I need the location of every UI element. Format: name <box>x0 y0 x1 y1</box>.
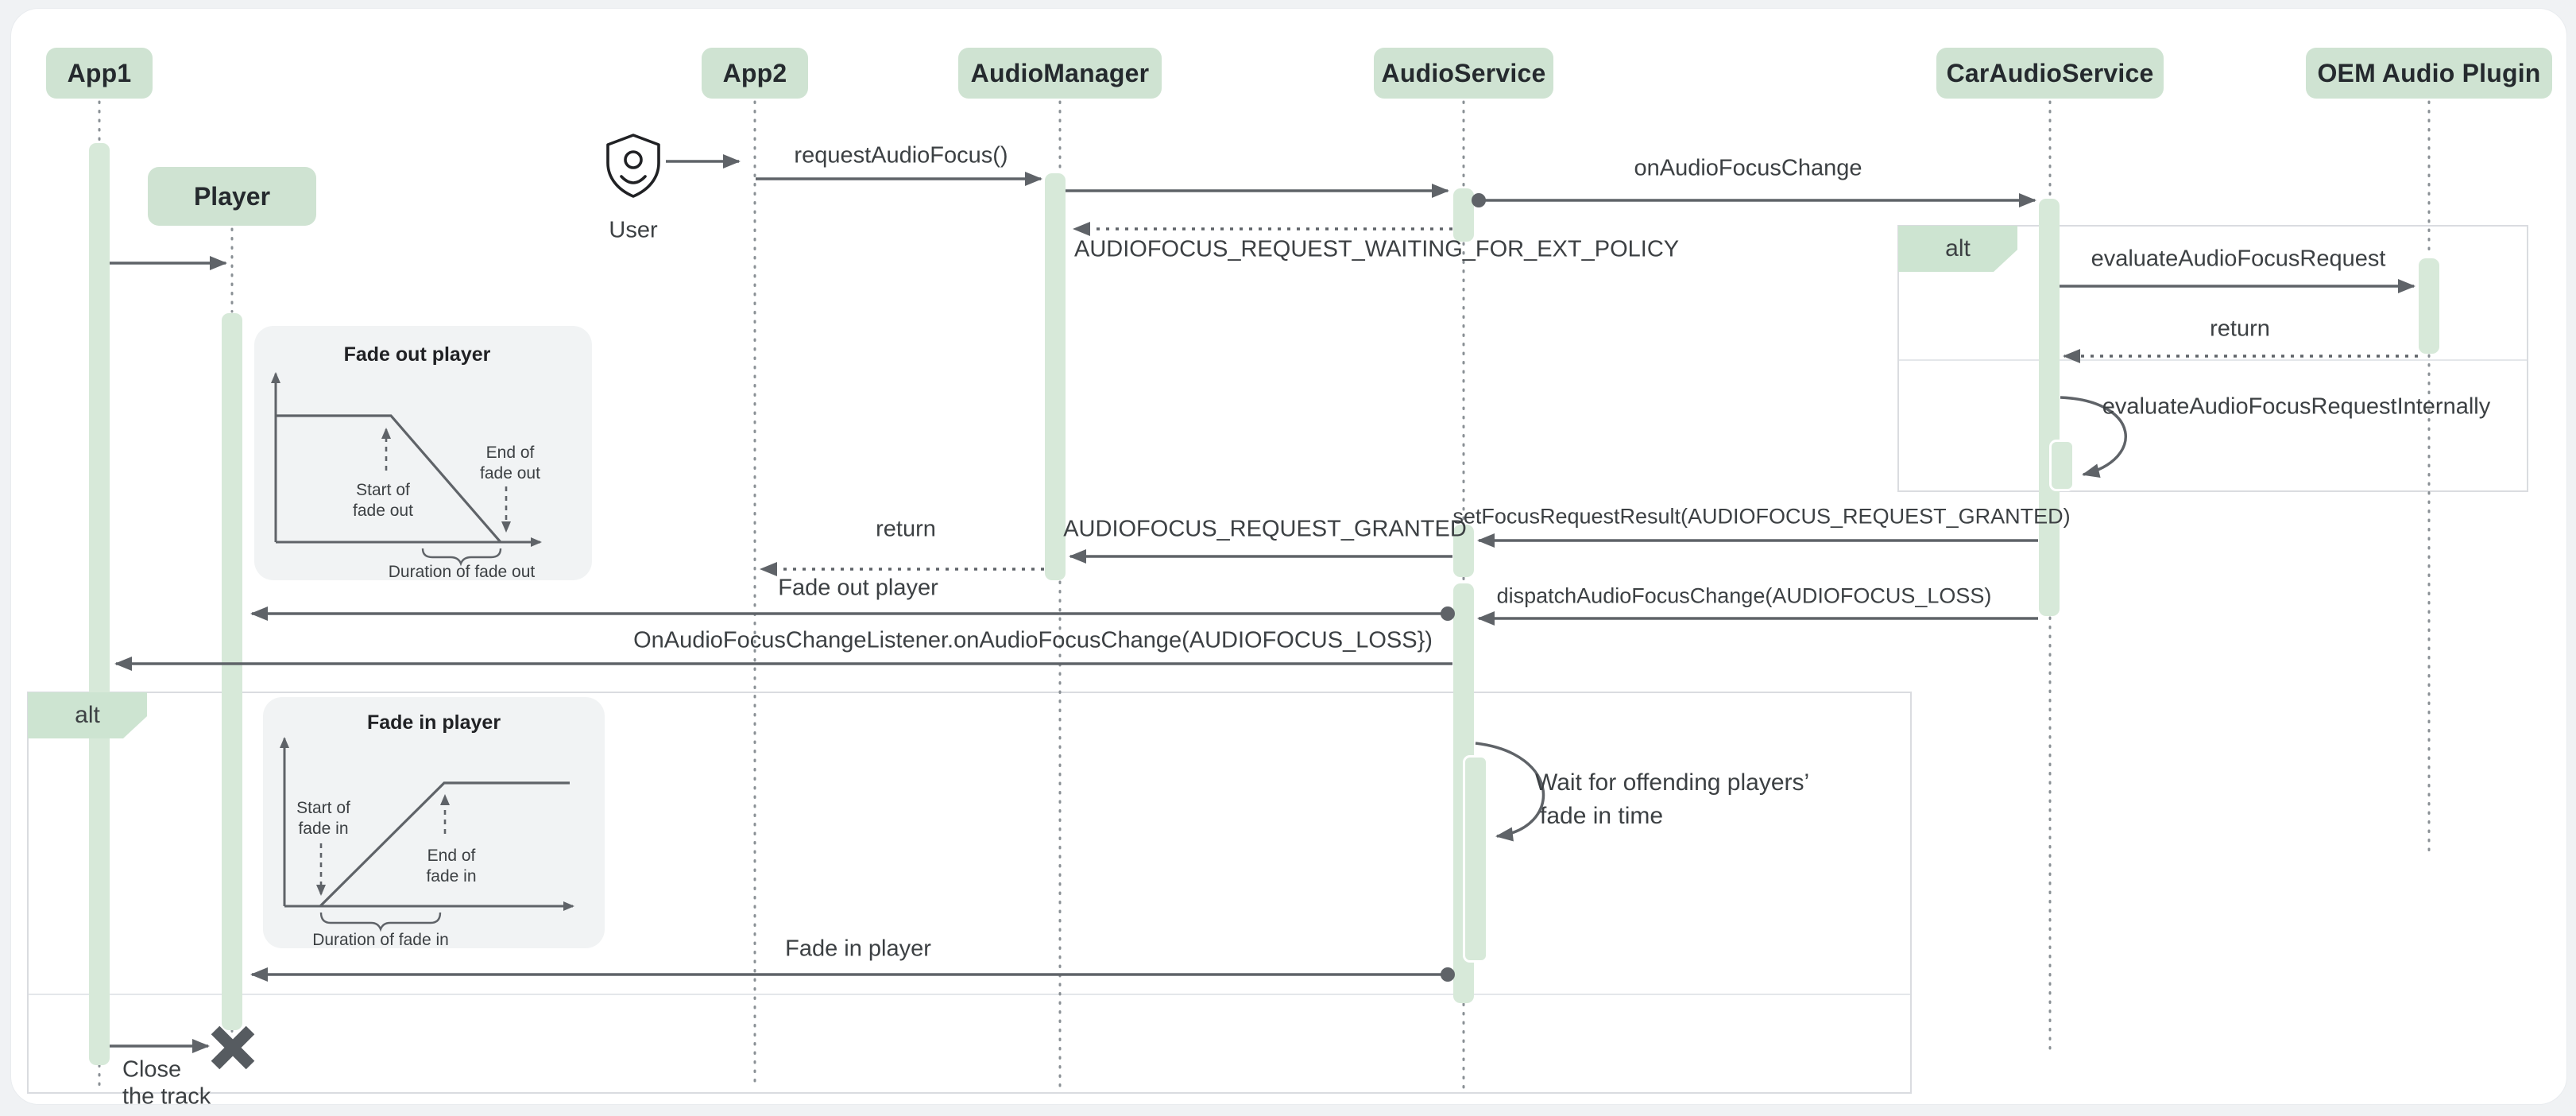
fade-in-title: Fade in player <box>367 711 501 734</box>
msg-set-focus-result: setFocusRequestResult(AUDIOFOCUS_REQUEST… <box>1452 504 2071 529</box>
msg-wait-note-line1: Wait for offending players’ <box>1535 769 1810 796</box>
fade-in-start-line1: Start of <box>296 799 350 817</box>
msg-wait-note-line2: fade in time <box>1540 803 1664 829</box>
msg-evaluate-internally: evaluateAudioFocusRequestInternally <box>2102 393 2491 420</box>
activation-bar-caraudioservice-internal <box>2049 440 2075 491</box>
activation-bar-app1 <box>89 143 110 1065</box>
msg-fade-in-player: Fade in player <box>785 936 931 962</box>
lifeline-header-oem: OEM Audio Plugin <box>2306 48 2552 99</box>
msg-request-audio-focus: requestAudioFocus() <box>794 142 1008 169</box>
activation-bar-player <box>222 313 242 1030</box>
fade-in-chart: Fade in player Start of fade in End of f… <box>280 711 574 948</box>
alt-fragment-left <box>27 692 1912 1094</box>
msg-close-line1: Close <box>122 1056 182 1083</box>
fade-out-end-line1: End of <box>486 444 535 462</box>
msg-request-granted: AUDIOFOCUS_REQUEST_GRANTED <box>1063 516 1467 542</box>
alt-fragment-right-divider <box>1899 359 2527 361</box>
fade-out-chart-panel: Fade out player Start of fade out End of… <box>254 326 592 580</box>
activation-bar-audioservice-2 <box>1453 525 1474 577</box>
alt-left-label: alt <box>75 702 100 728</box>
activation-bar-caraudioservice <box>2039 199 2060 616</box>
caraudioservice-label: CarAudioService <box>1946 58 2154 87</box>
app2-label: App2 <box>722 58 787 87</box>
fade-out-end-line2: fade out <box>480 464 540 482</box>
player-object-box: Player <box>148 167 316 226</box>
msg-on-audio-focus-change: onAudioFocusChange <box>1634 155 1862 181</box>
msg-evaluate-request: evaluateAudioFocusRequest <box>2091 246 2386 272</box>
alt-right-tab: alt <box>1898 226 2017 272</box>
lifeline-header-app2: App2 <box>702 48 808 99</box>
activation-bar-audioservice-wait <box>1463 755 1488 963</box>
alt-fragment-left-divider <box>29 994 1910 995</box>
audiomanager-label: AudioManager <box>970 58 1150 87</box>
oem-label: OEM Audio Plugin <box>2317 58 2541 87</box>
lifeline-header-audiomanager: AudioManager <box>958 48 1162 99</box>
user-caption: User <box>609 217 658 243</box>
fade-out-duration: Duration of fade out <box>389 563 536 580</box>
fade-out-title: Fade out player <box>344 343 491 366</box>
fade-out-start-line2: fade out <box>353 502 413 520</box>
lifeline-header-app1: App1 <box>46 48 153 99</box>
fade-out-start-line1: Start of <box>356 481 410 499</box>
fade-in-chart-panel: Fade in player Start of fade in End of f… <box>263 697 605 948</box>
alt-fragment-right <box>1897 225 2528 492</box>
lifeline-header-caraudioservice: CarAudioService <box>1936 48 2164 99</box>
msg-waiting-policy: AUDIOFOCUS_REQUEST_WAITING_FOR_EXT_POLIC… <box>1074 236 1680 262</box>
msg-return-right: return <box>2210 316 2270 342</box>
fade-in-duration: Duration of fade in <box>312 931 449 948</box>
fade-in-end-line1: End of <box>427 847 476 865</box>
activation-bar-audiomanager <box>1045 173 1066 580</box>
activation-bar-oem <box>2419 258 2439 354</box>
msg-return-left: return <box>876 516 936 542</box>
msg-dispatch-change: dispatchAudioFocusChange(AUDIOFOCUS_LOSS… <box>1496 583 1992 608</box>
msg-close-line2: the track <box>122 1083 211 1110</box>
alt-right-label: alt <box>1945 235 1971 262</box>
alt-left-tab: alt <box>28 692 147 738</box>
lifeline-header-audioservice: AudioService <box>1374 48 1553 99</box>
fade-in-start-line2: fade in <box>298 820 348 838</box>
fade-out-chart: Fade out player Start of fade out End of… <box>271 343 542 580</box>
fade-in-end-line2: fade in <box>426 867 476 885</box>
player-label: Player <box>193 181 271 211</box>
activation-bar-audioservice-1 <box>1453 188 1474 242</box>
audioservice-label: AudioService <box>1381 58 1546 87</box>
msg-focus-change-listener: OnAudioFocusChangeListener.onAudioFocusC… <box>633 627 1433 653</box>
app1-label: App1 <box>67 58 132 87</box>
msg-fade-out-player: Fade out player <box>778 575 938 601</box>
